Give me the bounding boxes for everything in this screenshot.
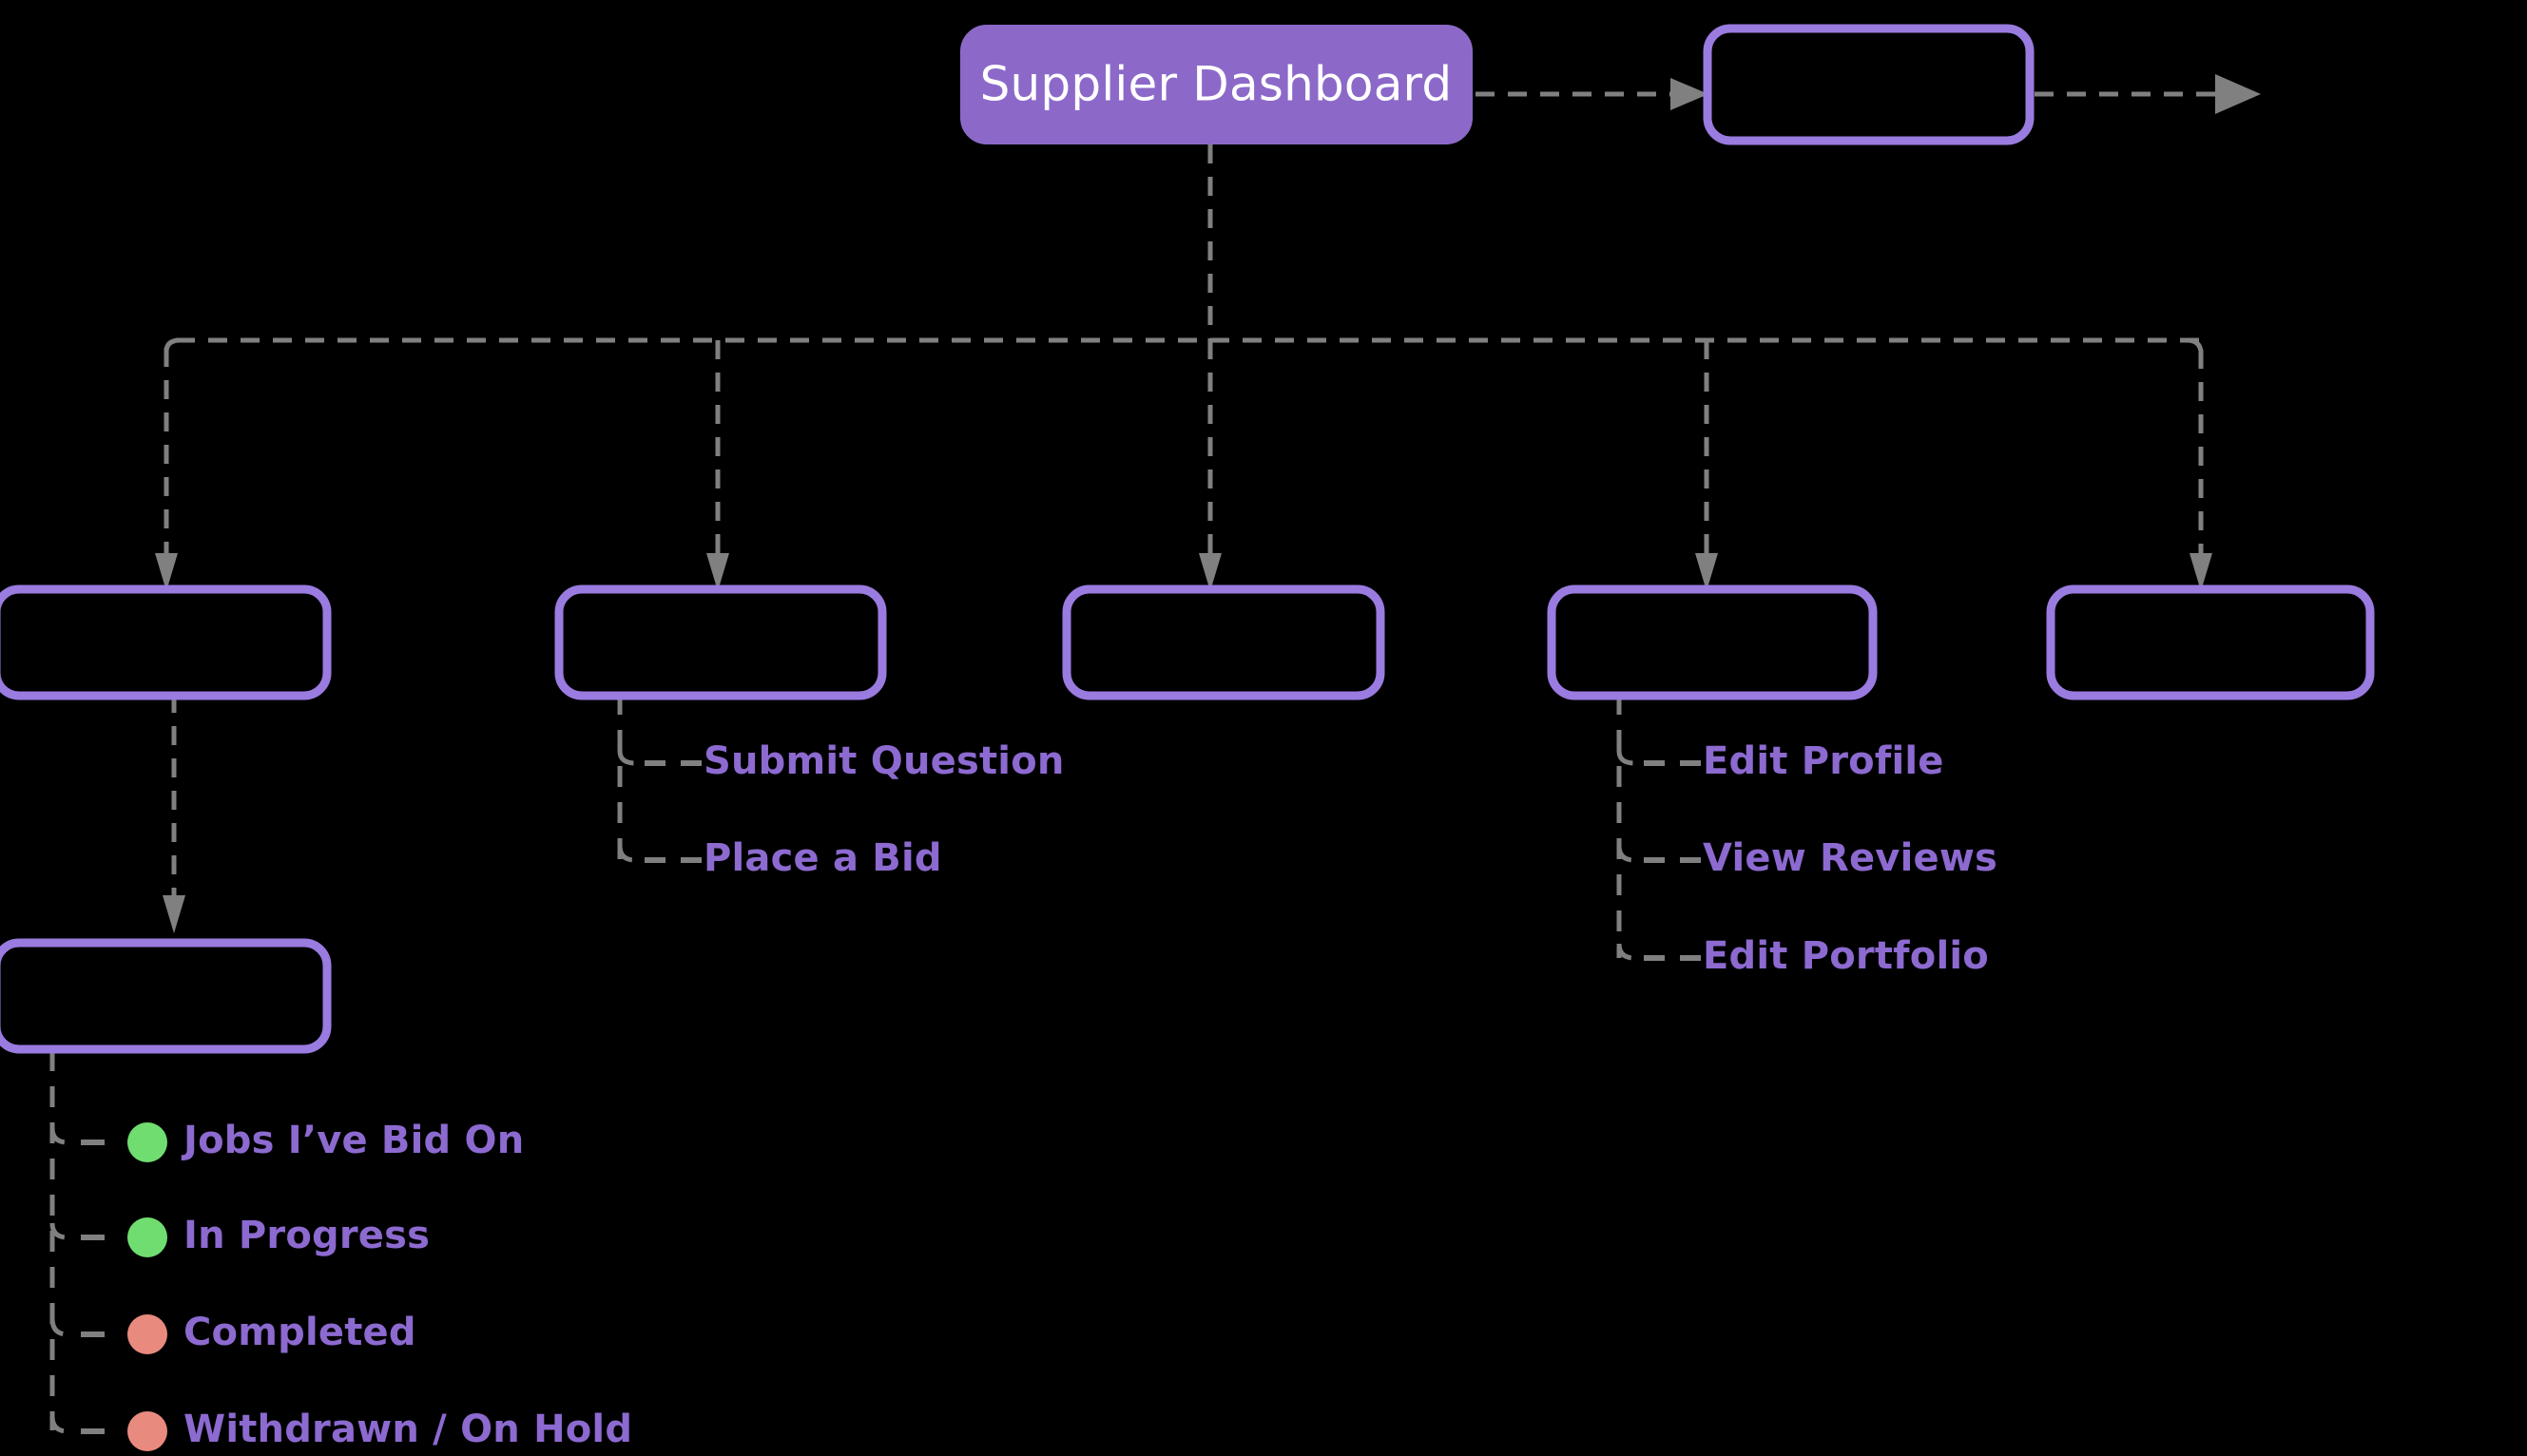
node-level3-1[interactable] [0,938,332,1054]
arrowhead-sibling-to-next [2215,74,2261,114]
node-level2-2-shape [554,584,887,700]
arrowhead-node1-to-node6 [163,895,185,933]
edge-status-elbow-4 [49,1415,68,1434]
status-item-in-progress[interactable]: In Progress [127,1214,430,1257]
status-label-completed: Completed [183,1311,416,1354]
edge-profile-elbow-2 [1616,845,1635,863]
status-item-completed[interactable]: Completed [127,1311,416,1354]
status-label-jobs-ive-bid-on: Jobs I’ve Bid On [181,1119,524,1162]
status-dot-icon [127,1411,167,1451]
arrowhead-drop-4 [1695,553,1718,591]
status-label-in-progress: In Progress [183,1214,430,1257]
node-level2-5[interactable] [2046,584,2375,700]
edge-bids-elbow-2 [617,845,636,863]
leaf-label-view-reviews[interactable]: View Reviews [1703,836,1997,880]
node-level2-4-shape [1547,584,1878,700]
arrowhead-root-to-sibling [1670,78,1708,110]
edge-status-elbow-1 [49,1127,68,1145]
leaf-label-edit-portfolio[interactable]: Edit Portfolio [1703,934,1989,978]
arrowhead-drop-5 [2189,553,2212,591]
node-level2-4[interactable] [1547,584,1878,700]
node-level2-1-shape [0,584,332,700]
status-dot-icon [127,1217,167,1257]
edge-profile-elbow-1 [1616,750,1635,766]
node-level2-2[interactable] [554,584,887,700]
leaf-label-place-a-bid[interactable]: Place a Bid [704,836,942,880]
node-root-label: Supplier Dashboard [980,57,1453,112]
edge-bus-corner-right [2186,337,2204,354]
node-level2-5-shape [2046,584,2375,700]
node-header-sibling[interactable] [1703,24,2035,145]
arrowhead-drop-2 [706,553,729,591]
edge-profile-elbow-3 [1616,943,1635,961]
status-label-withdrawn-on-hold: Withdrawn / On Hold [183,1408,632,1451]
node-level2-3-shape [1062,584,1385,700]
status-dot-icon [127,1122,167,1162]
edge-status-elbow-2 [49,1222,68,1240]
leaf-label-edit-profile[interactable]: Edit Profile [1703,739,1944,783]
status-item-jobs-ive-bid-on[interactable]: Jobs I’ve Bid On [127,1119,524,1162]
arrowhead-drop-3 [1199,553,1222,591]
node-level2-3[interactable] [1062,584,1385,700]
status-item-withdrawn-on-hold[interactable]: Withdrawn / On Hold [127,1408,632,1451]
status-dot-icon [127,1314,167,1354]
node-level3-1-shape [0,938,332,1054]
node-root-shape [960,25,1473,144]
node-root-supplier-dashboard[interactable]: Supplier Dashboard [960,25,1473,144]
leaf-label-submit-question[interactable]: Submit Question [704,739,1065,783]
edge-status-elbow-3 [49,1317,68,1337]
arrowhead-drop-1 [155,553,178,591]
edge-bids-elbow-1 [617,750,636,766]
node-level2-1[interactable] [0,584,332,700]
node-header-sibling-shape [1703,24,2035,145]
